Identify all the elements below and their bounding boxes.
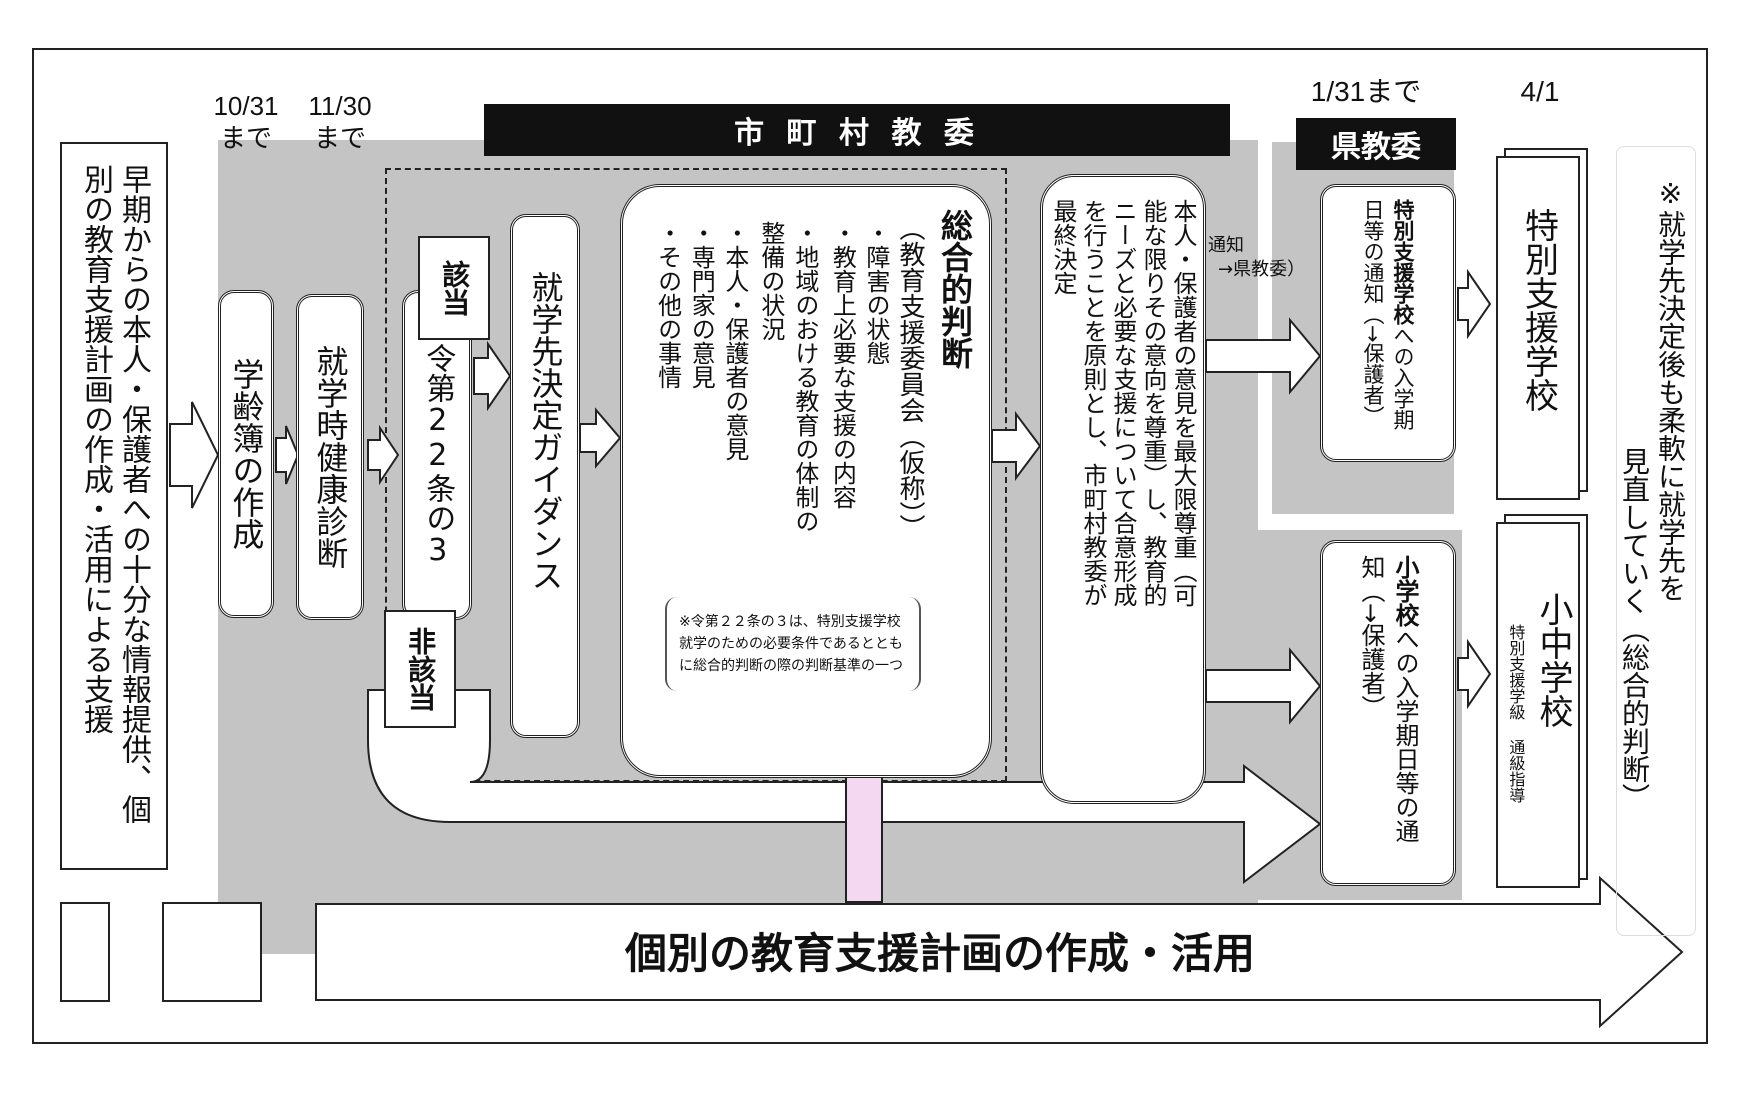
judgment-note: ※令第２２条の３は、特別支援学校就学のための必要条件であるとともに総合的判断の際…: [665, 597, 921, 691]
elementary-notice-rest: への入学期日等の通知（→保護者）: [1357, 555, 1419, 843]
judgment-item: ・その他の事情: [653, 221, 682, 389]
notify-prefectural-label: 通知 →県教委）: [1208, 234, 1305, 282]
bottom-banner-text: 個別の教育支援計画の作成・活用: [624, 929, 1255, 978]
special-support-school-text: 特別支援学校: [1518, 208, 1559, 412]
article-22-3-box: 令第22条の3: [402, 290, 472, 620]
municipal-board-header: 市 町 村 教 委: [484, 104, 1230, 156]
placement-guidance-text: 就学先決定ガイダンス: [526, 271, 565, 591]
special-school-notice-box: 特別支援学校への入学期日等の通知（→保護者）: [1320, 184, 1456, 462]
special-school-notice-text: 特別支援学校への入学期日等の通知（→保護者）: [1358, 199, 1418, 449]
arrow-art22-to-guidance: [473, 340, 512, 412]
school-register-text: 学齢簿の作成: [227, 358, 266, 550]
judgment-item: ・本人・保護者の意見: [720, 221, 749, 461]
arrow-final-to-elementary: [1205, 647, 1322, 725]
date-oct31-line2: まで: [219, 123, 272, 153]
judgment-item: ・障害の状態: [862, 221, 890, 365]
elementary-junior-school-subtext: 特別支援学級 通級指導: [1506, 624, 1526, 803]
school-register-box: 学齢簿の作成: [218, 290, 274, 618]
bottom-left-box-2: [162, 902, 262, 1002]
arrow-guidance-to-judgment: [579, 407, 622, 469]
early-support-text: 早期からの本人・保護者への十分な情報提供、個別の教育支援計画の作成・活用による支…: [78, 164, 151, 824]
comprehensive-judgment-box: 総合的判断 （教育支援委員会（仮称）） ・障害の状態 ・教育上必要な支援の内容 …: [620, 184, 992, 778]
date-nov30-line1: 11/30: [308, 91, 372, 121]
date-jan31: 1/31まで: [1310, 76, 1422, 107]
health-check-text: 就学時健康診断: [311, 345, 350, 569]
early-support-box: 早期からの本人・保護者への十分な情報提供、個別の教育支援計画の作成・活用による支…: [60, 142, 168, 870]
not-applicable-label: 非該当: [384, 610, 456, 728]
arrow-notice-to-elementary-school: [1457, 638, 1492, 710]
applicable-label: 該当: [418, 236, 490, 340]
date-apr1: 4/1: [1520, 76, 1560, 107]
health-check-box: 就学時健康診断: [296, 294, 364, 620]
final-decision-text: 本人・保護者の意見を最大限尊重（可能な限りその意向を尊重）し、教育的ニーズと必要…: [1049, 199, 1197, 607]
special-school-notice-rest: への入学期日等の通知（→保護者）: [1361, 199, 1415, 430]
elementary-notice-box: 小学校への入学期日等の通知（→保護者）: [1320, 540, 1456, 886]
arrow-notice-to-special-school: [1457, 268, 1492, 340]
elementary-notice-text: 小学校への入学期日等の通知（→保護者）: [1354, 555, 1422, 855]
judgment-item: ・地域のおける教育の体制の整備の状況: [756, 221, 819, 533]
date-oct31: 10/31 まで: [206, 90, 286, 154]
judgment-items: ・障害の状態 ・教育上必要な支援の内容 ・地域のおける教育の体制の整備の状況 ・…: [653, 221, 890, 621]
elementary-notice-bold: 小学校: [1391, 555, 1419, 627]
judgment-committee: （教育支援委員会（仮称））: [895, 215, 925, 540]
judgment-item: ・教育上必要な支援の内容: [828, 221, 857, 509]
elementary-junior-school-box: 小中学校 特別支援学級 通級指導: [1496, 522, 1580, 888]
arrow-health-to-art22: [367, 424, 400, 486]
arrow-support-to-register: [169, 401, 220, 509]
notify-line2: →県教委）: [1218, 259, 1306, 280]
arrow-final-to-special: [1205, 317, 1322, 395]
article-22-3-text: 令第22条の3: [420, 342, 456, 568]
arrow-register-to-health: [275, 425, 300, 485]
applicable-text: 該当: [438, 260, 472, 316]
notify-line1: 通知: [1208, 235, 1244, 256]
date-nov30-line2: まで: [313, 123, 366, 153]
final-decision-box: 本人・保護者の意見を最大限尊重（可能な限りその意向を尊重）し、教育的ニーズと必要…: [1040, 174, 1206, 804]
date-oct31-line1: 10/31: [213, 91, 279, 121]
judgment-title: 総合的判断: [936, 209, 974, 369]
side-note-line2: 見直していく（総合的判断）: [1618, 447, 1651, 811]
not-applicable-text: 非該当: [404, 627, 438, 711]
side-note-box: ※就学先決定後も柔軟に就学先を 見直していく（総合的判断）: [1616, 146, 1696, 936]
judgment-item: ・専門家の意見: [687, 221, 716, 389]
side-note-line1: ※就学先決定後も柔軟に就学先を: [1654, 177, 1687, 602]
special-support-school-box: 特別支援学校: [1496, 156, 1580, 500]
bottom-banner-arrow: [315, 875, 1684, 1029]
arrow-judgment-to-final: [991, 411, 1042, 481]
elementary-junior-school-text: 小中学校: [1533, 592, 1573, 728]
date-nov30: 11/30 まで: [300, 90, 380, 154]
special-school-notice-bold: 特別支援学校: [1391, 199, 1415, 325]
placement-guidance-box: 就学先決定ガイダンス: [510, 214, 580, 738]
bottom-left-box-1: [60, 902, 110, 1002]
arrow-non-applicable-bypass: [367, 689, 1322, 885]
prefectural-board-header: 県教委: [1296, 118, 1456, 170]
